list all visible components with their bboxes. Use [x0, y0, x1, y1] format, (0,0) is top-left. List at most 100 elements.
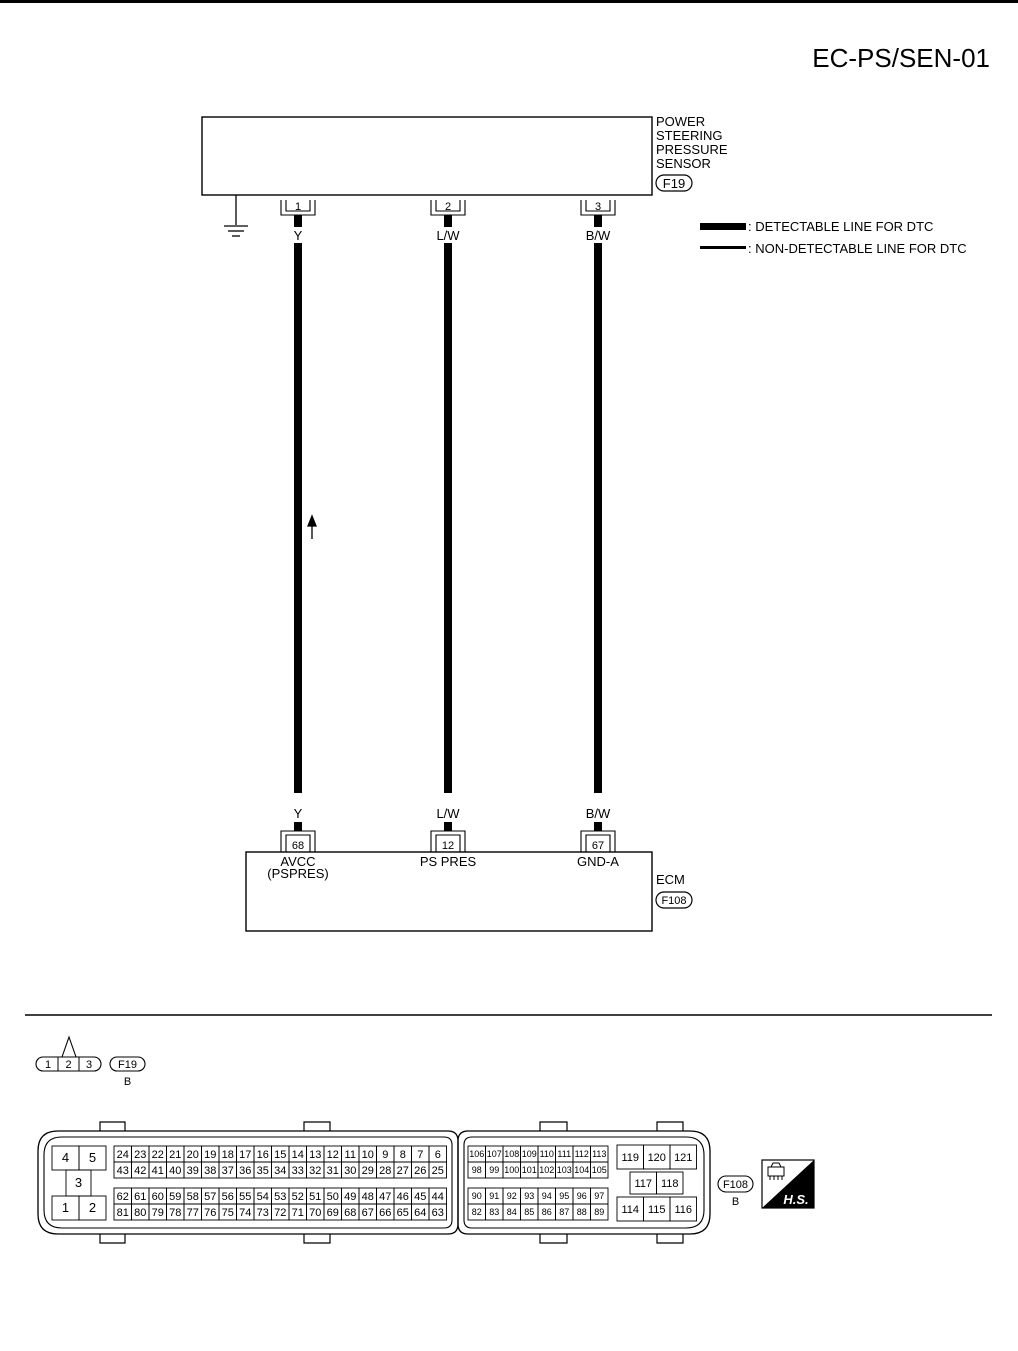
ecm-face-pin: 107 — [487, 1149, 502, 1159]
ecm-face-pin: 90 — [472, 1191, 482, 1201]
ecm-face-pin: 94 — [542, 1191, 552, 1201]
ecm-face-pin-cell — [590, 1203, 609, 1221]
ecm-face-pin: 39 — [187, 1165, 199, 1177]
ecm-face-pin: 80 — [134, 1207, 146, 1219]
ecm-face-pin-cell — [78, 1195, 107, 1221]
ecm-terminal-label: AVCC — [280, 854, 315, 869]
ecm-face-pin: 23 — [134, 1149, 146, 1161]
ecm-face-pin: 92 — [507, 1191, 517, 1201]
ecm-face-pin: 51 — [309, 1191, 321, 1203]
ecm-face-pin: 91 — [489, 1191, 499, 1201]
wire-line — [594, 243, 602, 793]
ecm-face-pin: 37 — [222, 1165, 234, 1177]
ecm-face-pin: 116 — [674, 1204, 692, 1216]
ecm-face-pin: 47 — [379, 1191, 391, 1203]
ecm-face-pin: 18 — [222, 1149, 234, 1161]
ecm-face-pin: 84 — [507, 1207, 517, 1217]
ecm-face-pin: 42 — [134, 1165, 146, 1177]
ecm-face-pin: 68 — [344, 1207, 356, 1219]
ecm-face-pin: 9 — [382, 1149, 388, 1161]
ecm-face-pin: 56 — [222, 1191, 234, 1203]
ecm-face-pin: 12 — [327, 1149, 339, 1161]
ecm-face-pin-cell — [428, 1203, 447, 1221]
ecm-face-pin: 88 — [577, 1207, 587, 1217]
ecm-face-pin: 25 — [432, 1165, 444, 1177]
wire-line — [294, 243, 302, 793]
ecm-face-pin: 75 — [222, 1207, 234, 1219]
ecm-face-pin: 114 — [621, 1204, 639, 1216]
ecm-face-pin: 44 — [432, 1191, 444, 1203]
ecm-face-pin: 98 — [472, 1165, 482, 1175]
legend-non-detectable-swatch — [700, 246, 746, 249]
ecm-face-pin: 72 — [274, 1207, 286, 1219]
ecm-terminal-label: (PSPRES) — [267, 866, 328, 881]
ecm-face-pin: 8 — [400, 1149, 406, 1161]
ecm-face-pin: 85 — [524, 1207, 534, 1217]
ecm-face-color: B — [732, 1196, 739, 1208]
ecm-face-pin: 97 — [594, 1191, 604, 1201]
ecm-face-pin: 63 — [432, 1207, 444, 1219]
ecm-face-pin: 4 — [62, 1150, 69, 1165]
ecm-face-pin: 112 — [575, 1149, 589, 1159]
legend-detectable-label: : DETECTABLE LINE FOR DTC — [748, 219, 933, 234]
ecm-face-pin: 74 — [239, 1207, 251, 1219]
signal-flow-arrow-icon — [307, 514, 317, 539]
ecm-face-pin: 6 — [435, 1149, 441, 1161]
ecm-face-pin: 79 — [152, 1207, 164, 1219]
ecm-face-pin: 59 — [169, 1191, 181, 1203]
ecm-face-pin: 78 — [169, 1207, 181, 1219]
svg-text:PRESSURE: PRESSURE — [656, 142, 728, 157]
ecm-face-pin: 62 — [117, 1191, 129, 1203]
sensor-face-id: F19 — [118, 1059, 137, 1071]
top-rule — [0, 0, 1018, 3]
ecm-face-pin: 14 — [292, 1149, 304, 1161]
ecm-face-pin: 64 — [414, 1207, 426, 1219]
sensor-connector-tag: F19 — [655, 174, 693, 192]
ecm-face-pin: 113 — [592, 1149, 606, 1159]
ecm-face-pin: 28 — [379, 1165, 391, 1177]
wire-stub-top — [294, 215, 302, 227]
ecm-face-pin: 70 — [309, 1207, 321, 1219]
wire-color-code-bottom: L/W — [436, 806, 460, 821]
wire-color-code-top: L/W — [436, 228, 460, 243]
ecm-face-pin: 115 — [648, 1204, 666, 1216]
ecm-face-pin-cell — [590, 1161, 609, 1179]
legend: : DETECTABLE LINE FOR DTC : NON-DETECTAB… — [700, 219, 967, 256]
wire-stub-top — [444, 215, 452, 227]
svg-text:POWER: POWER — [656, 114, 705, 129]
ecm-face-pin: 54 — [257, 1191, 269, 1203]
ecm-face-pin: 33 — [292, 1165, 304, 1177]
ecm-face-pin: 95 — [559, 1191, 569, 1201]
ecm-face-pin: 5 — [89, 1150, 96, 1165]
ecm-face-pin: 76 — [204, 1207, 216, 1219]
ecm-face-pin: 1 — [62, 1200, 69, 1215]
ecm-pin-number: 68 — [292, 840, 304, 852]
ecm-face-pin: 82 — [472, 1207, 482, 1217]
ecm-face-pin: 19 — [204, 1149, 216, 1161]
ecm-face-pin: 77 — [187, 1207, 199, 1219]
ecm-face-pin: 53 — [274, 1191, 286, 1203]
sensor-pin-number: 1 — [295, 201, 301, 213]
ecm-face-pin: 121 — [674, 1152, 692, 1164]
ecm-face-pin: 40 — [169, 1165, 181, 1177]
ecm-face-pin: 100 — [504, 1165, 519, 1175]
ecm-face-pin: 120 — [648, 1152, 666, 1164]
ecm-face-pin: 119 — [621, 1152, 639, 1164]
ecm-face-pin: 101 — [522, 1165, 537, 1175]
diagram-id: EC-PS/SEN-01 — [812, 43, 990, 73]
ecm-face-pin: 111 — [557, 1149, 571, 1159]
ecm-face-pin: 26 — [414, 1165, 426, 1177]
ecm-face-pin: 41 — [152, 1165, 164, 1177]
sensor-pin-number: 2 — [445, 201, 451, 213]
ecm-face-pin: 21 — [169, 1149, 181, 1161]
legend-detectable-swatch — [700, 223, 746, 230]
ecm-terminal — [280, 830, 316, 852]
ecm-face-pin: 10 — [362, 1149, 374, 1161]
ecm-face-pin: 29 — [362, 1165, 374, 1177]
ecm-face-pin: 17 — [239, 1149, 251, 1161]
